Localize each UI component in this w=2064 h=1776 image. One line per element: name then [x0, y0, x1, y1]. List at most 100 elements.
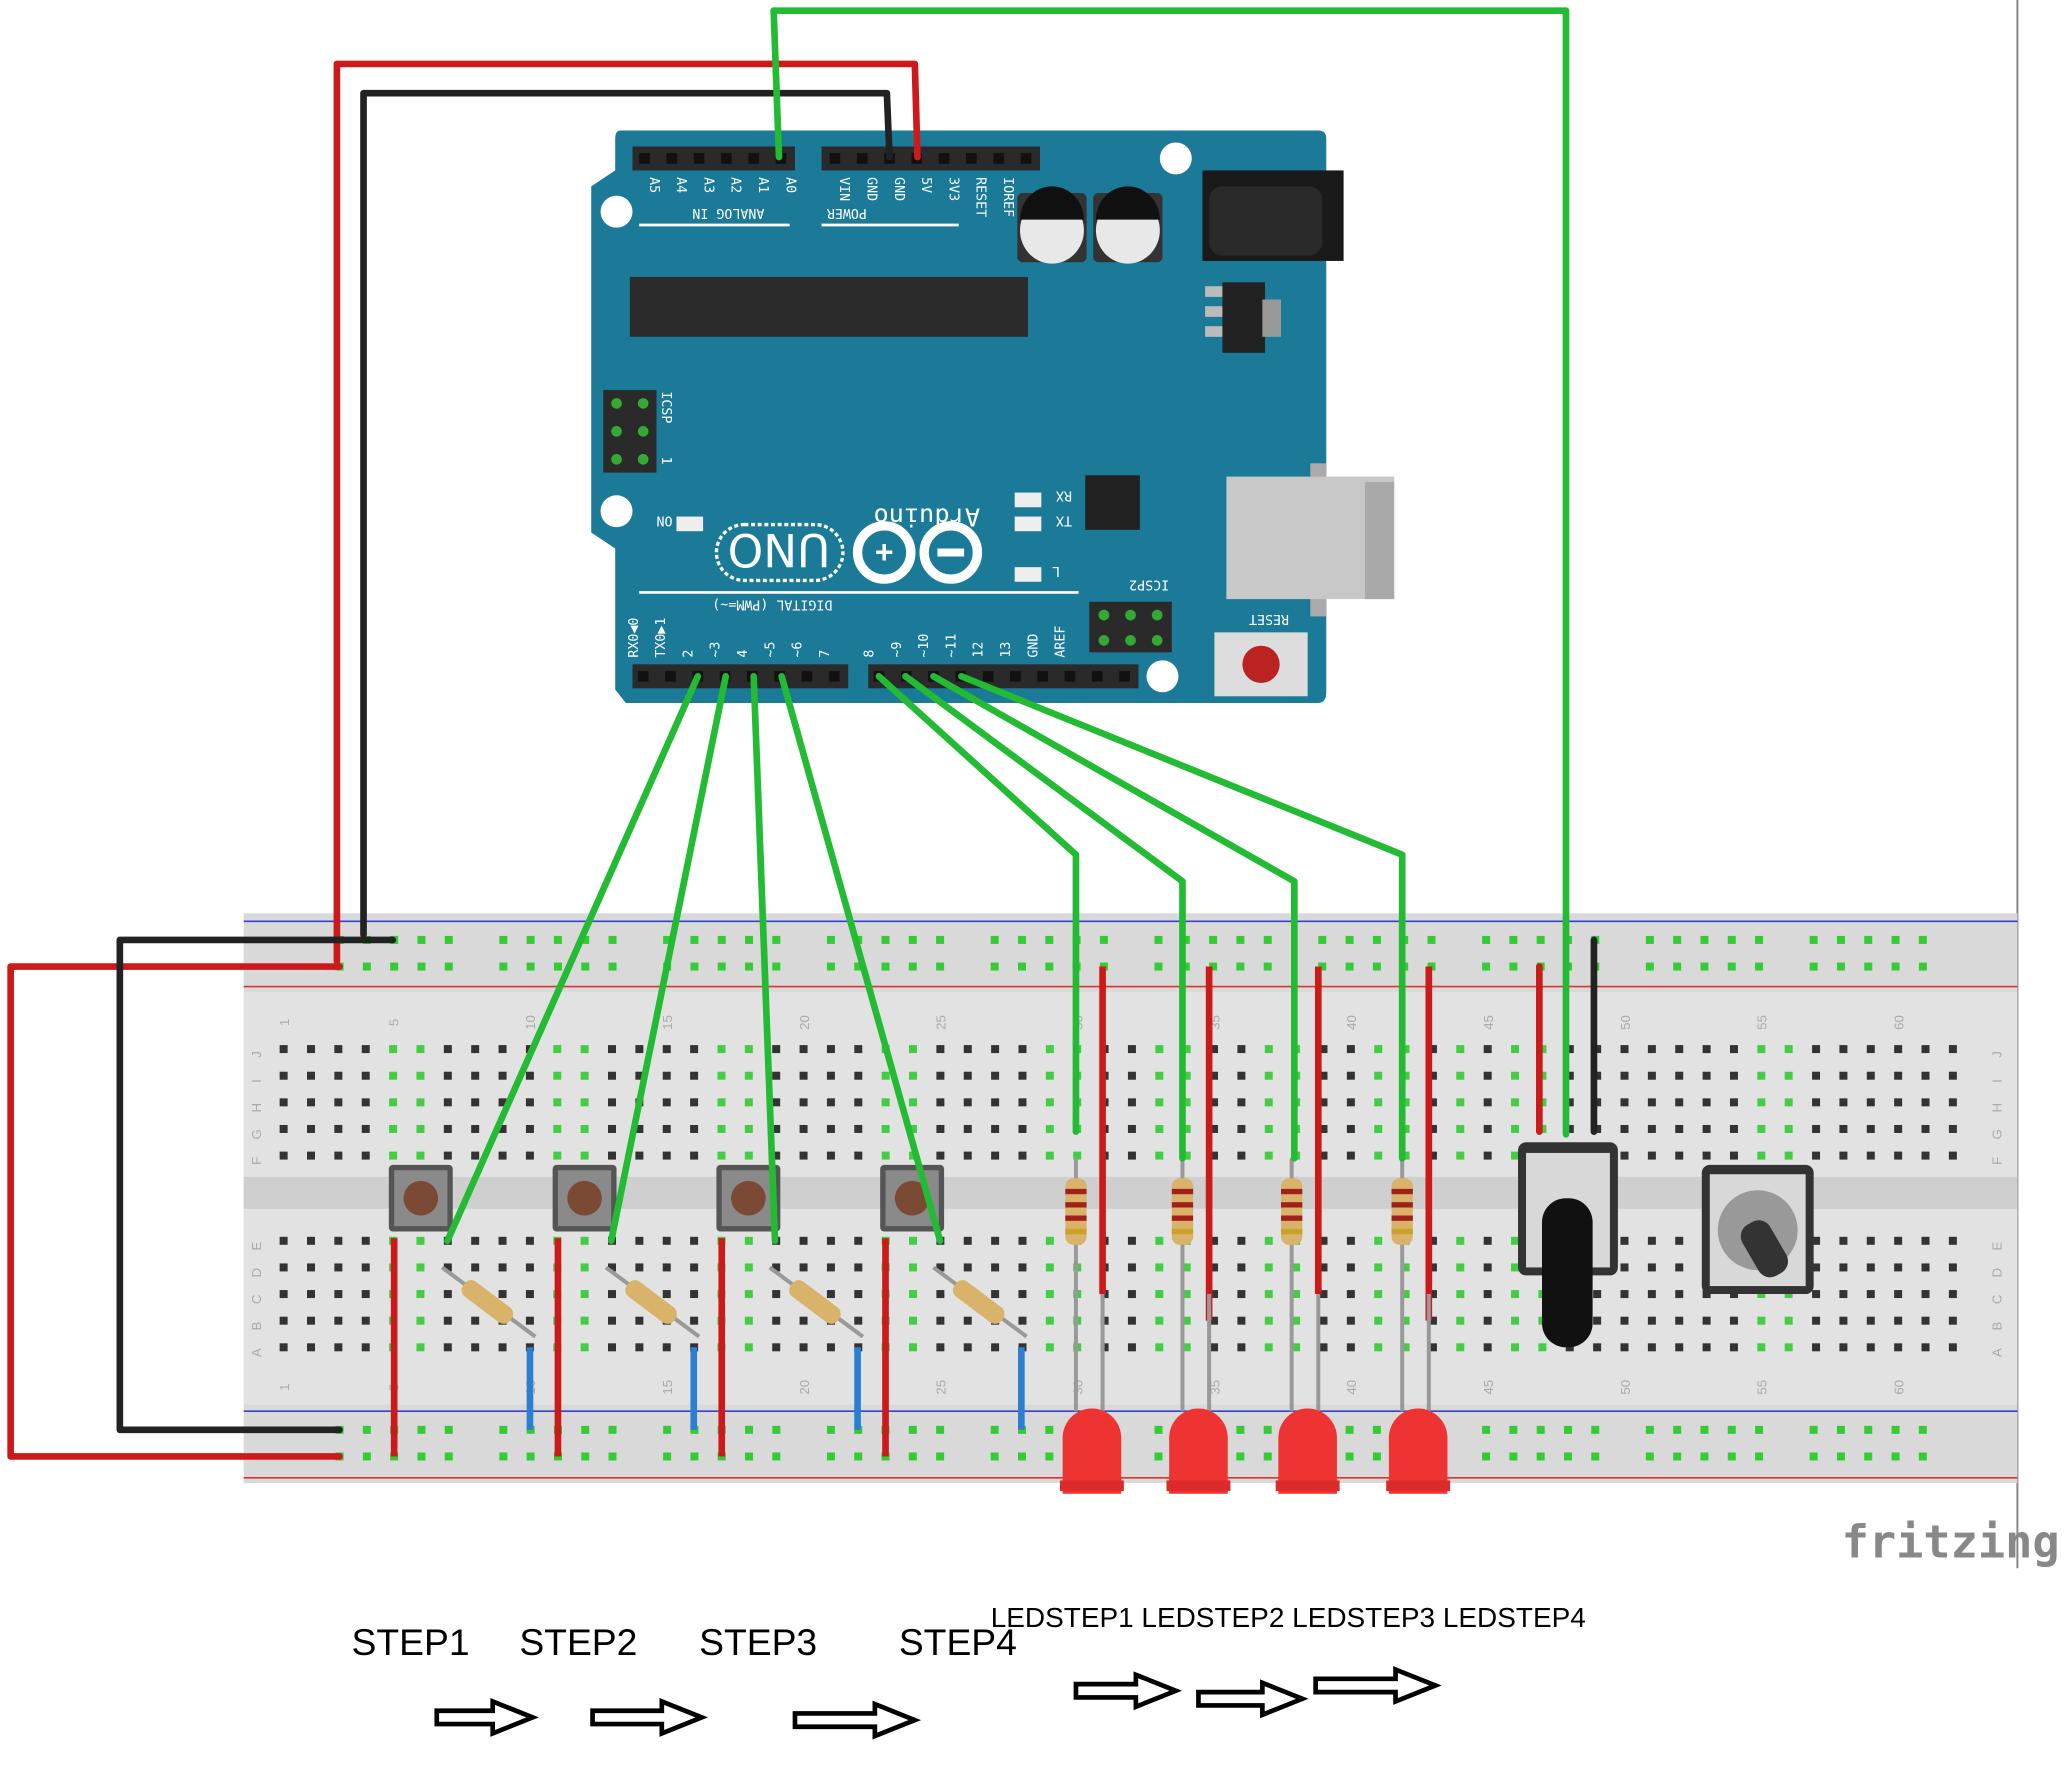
breadboard-hole[interactable]	[991, 1045, 1000, 1054]
breadboard-hole[interactable]	[1702, 1045, 1711, 1054]
breadboard-hole[interactable]	[1374, 1290, 1383, 1299]
breadboard-hole[interactable]	[498, 1045, 507, 1054]
breadboard-hole[interactable]	[1757, 1343, 1766, 1352]
rail-hole[interactable]	[499, 935, 508, 944]
breadboard-hole[interactable]	[744, 1236, 753, 1245]
breadboard-hole[interactable]	[1264, 1263, 1273, 1272]
breadboard-hole[interactable]	[608, 1124, 617, 1133]
breadboard-hole[interactable]	[580, 1071, 589, 1080]
breadboard-hole[interactable]	[1319, 1124, 1328, 1133]
breadboard-hole[interactable]	[854, 1071, 863, 1080]
rail-hole[interactable]	[553, 935, 562, 944]
breadboard-hole[interactable]	[963, 1263, 972, 1272]
rail-hole[interactable]	[1318, 935, 1327, 944]
breadboard-hole[interactable]	[525, 1343, 534, 1352]
breadboard-hole[interactable]	[1237, 1263, 1246, 1272]
breadboard-hole[interactable]	[909, 1071, 918, 1080]
breadboard-hole[interactable]	[1127, 1124, 1136, 1133]
breadboard-hole[interactable]	[826, 1151, 835, 1160]
breadboard-hole[interactable]	[1456, 1316, 1465, 1325]
breadboard-hole[interactable]	[826, 1343, 835, 1352]
rail-hole[interactable]	[1536, 1452, 1545, 1461]
breadboard-hole[interactable]	[1839, 1263, 1848, 1272]
potentiometer[interactable]	[1518, 1142, 1618, 1348]
breadboard-hole[interactable]	[1127, 1263, 1136, 1272]
breadboard-hole[interactable]	[608, 1316, 617, 1325]
breadboard-hole[interactable]	[936, 1071, 945, 1080]
breadboard-hole[interactable]	[662, 1151, 671, 1160]
reset-button[interactable]	[1214, 632, 1308, 697]
breadboard-hole[interactable]	[635, 1343, 644, 1352]
breadboard-hole[interactable]	[361, 1098, 370, 1107]
breadboard-hole[interactable]	[1812, 1045, 1821, 1054]
breadboard-hole[interactable]	[1428, 1124, 1437, 1133]
rail-hole[interactable]	[772, 1452, 781, 1461]
breadboard-hole[interactable]	[1511, 1263, 1520, 1272]
breadboard-hole[interactable]	[1675, 1124, 1684, 1133]
header-pin[interactable]	[748, 153, 760, 164]
breadboard-hole[interactable]	[963, 1124, 972, 1133]
breadboard-hole[interactable]	[1538, 1343, 1547, 1352]
breadboard-hole[interactable]	[525, 1316, 534, 1325]
breadboard-hole[interactable]	[1511, 1071, 1520, 1080]
header-pin[interactable]	[693, 153, 705, 164]
breadboard-hole[interactable]	[498, 1151, 507, 1160]
rail-hole[interactable]	[690, 962, 699, 971]
rail-hole[interactable]	[1372, 1425, 1381, 1434]
breadboard-hole[interactable]	[1237, 1071, 1246, 1080]
breadboard-hole[interactable]	[1866, 1151, 1875, 1160]
breadboard-hole[interactable]	[1237, 1045, 1246, 1054]
rail-hole[interactable]	[1809, 935, 1818, 944]
breadboard-hole[interactable]	[443, 1071, 452, 1080]
breadboard-hole[interactable]	[1045, 1124, 1054, 1133]
breadboard-hole[interactable]	[334, 1098, 343, 1107]
breadboard-hole[interactable]	[1565, 1343, 1574, 1352]
breadboard-hole[interactable]	[1511, 1236, 1520, 1245]
breadboard-hole[interactable]	[1210, 1263, 1219, 1272]
breadboard-hole[interactable]	[443, 1263, 452, 1272]
breadboard-hole[interactable]	[1948, 1098, 1957, 1107]
rail-hole[interactable]	[772, 935, 781, 944]
breadboard-hole[interactable]	[1456, 1236, 1465, 1245]
breadboard-hole[interactable]	[1757, 1045, 1766, 1054]
breadboard-hole[interactable]	[1237, 1316, 1246, 1325]
breadboard-hole[interactable]	[1155, 1124, 1164, 1133]
breadboard-hole[interactable]	[1565, 1124, 1574, 1133]
breadboard-hole[interactable]	[1921, 1343, 1930, 1352]
breadboard-hole[interactable]	[717, 1045, 726, 1054]
breadboard-hole[interactable]	[1812, 1343, 1821, 1352]
breadboard-hole[interactable]	[1483, 1343, 1492, 1352]
breadboard-hole[interactable]	[1812, 1263, 1821, 1272]
rail-hole[interactable]	[1263, 935, 1272, 944]
breadboard-hole[interactable]	[991, 1071, 1000, 1080]
breadboard-hole[interactable]	[1647, 1316, 1656, 1325]
rail-hole[interactable]	[826, 935, 835, 944]
rail-hole[interactable]	[581, 1452, 590, 1461]
breadboard-hole[interactable]	[1620, 1236, 1629, 1245]
wire-pin2-green[interactable]	[444, 672, 702, 1245]
resistor[interactable]	[786, 1277, 844, 1327]
breadboard-hole[interactable]	[1374, 1236, 1383, 1245]
breadboard-hole[interactable]	[580, 1151, 589, 1160]
rail-hole[interactable]	[1372, 962, 1381, 971]
breadboard-hole[interactable]	[1428, 1045, 1437, 1054]
rail-hole[interactable]	[444, 1452, 453, 1461]
breadboard-hole[interactable]	[1866, 1316, 1875, 1325]
breadboard-hole[interactable]	[1456, 1124, 1465, 1133]
rail-hole[interactable]	[1236, 1425, 1245, 1434]
breadboard-hole[interactable]	[799, 1071, 808, 1080]
breadboard-hole[interactable]	[1647, 1151, 1656, 1160]
breadboard-hole[interactable]	[690, 1343, 699, 1352]
breadboard-hole[interactable]	[1894, 1151, 1903, 1160]
breadboard-hole[interactable]	[1620, 1263, 1629, 1272]
breadboard-hole[interactable]	[1784, 1316, 1793, 1325]
rail-hole[interactable]	[444, 935, 453, 944]
rail-hole[interactable]	[1345, 962, 1354, 971]
breadboard-hole[interactable]	[991, 1151, 1000, 1160]
resistor[interactable]	[458, 1277, 516, 1327]
breadboard-hole[interactable]	[553, 1151, 562, 1160]
breadboard-hole[interactable]	[361, 1316, 370, 1325]
breadboard-hole[interactable]	[881, 1098, 890, 1107]
rail-hole[interactable]	[908, 962, 917, 971]
breadboard-hole[interactable]	[1264, 1045, 1273, 1054]
